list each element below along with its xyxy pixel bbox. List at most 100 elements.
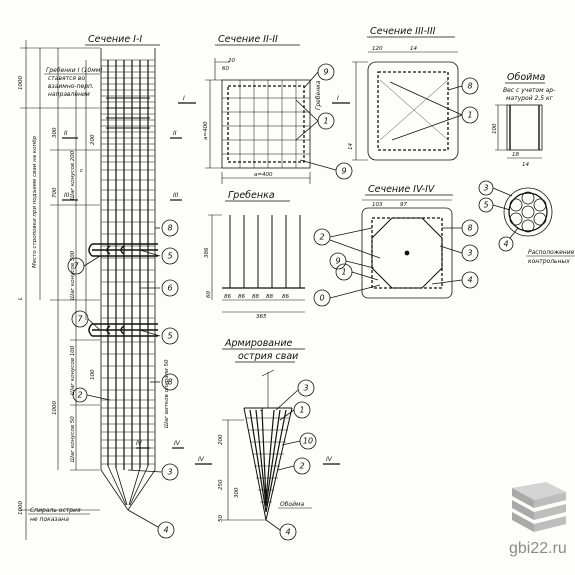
- tip-dim-200: 200: [218, 434, 224, 445]
- svg-text:4: 4: [163, 526, 168, 535]
- tip-dim-250: 250: [218, 479, 224, 490]
- svg-text:7: 7: [73, 262, 79, 271]
- svg-text:3: 3: [467, 249, 472, 258]
- title-sec1: Сечение I-I: [88, 34, 142, 45]
- title-sec3: Сечение III-III: [370, 26, 436, 37]
- svg-text:5: 5: [167, 252, 172, 261]
- svg-text:4: 4: [503, 240, 508, 249]
- greb-dim-86a: 86: [224, 294, 231, 300]
- pile-elevation: [100, 48, 156, 511]
- note-mesto-stropovki: Место строповки при подъеме сваи на копё…: [32, 136, 38, 268]
- tip-obojma-label: Обойма: [280, 501, 305, 508]
- sec4-dim-103: 103: [372, 202, 383, 208]
- pile-spiral-hatching: [101, 59, 155, 465]
- svg-text:Гребенки I (10мм): Гребенки I (10мм): [46, 67, 103, 74]
- obojma-detail: [495, 104, 543, 159]
- sec2-dim-20: 20: [228, 58, 235, 64]
- dim-L: L: [18, 297, 24, 300]
- svg-text:2: 2: [319, 233, 324, 242]
- dim-100-small: 100: [90, 369, 96, 380]
- svg-text:9: 9: [341, 167, 346, 176]
- sec4-callouts: 2 9 1 0 8 3 4: [313, 219, 479, 307]
- tip-dim-top: 4: [260, 408, 264, 414]
- greb-dim-386: 386: [204, 247, 210, 258]
- sec2-roman-I-right: I: [337, 95, 339, 102]
- section-3: [352, 51, 459, 161]
- dim-1000-mid: 1000: [52, 401, 58, 415]
- tip-dim-300: 300: [234, 487, 240, 498]
- grebenka-detail: [208, 214, 305, 313]
- dim-300: 300: [52, 127, 58, 138]
- svg-text:7: 7: [77, 315, 83, 324]
- greb-dim-88b: 88: [266, 294, 273, 300]
- sec3-dim-side: 14: [348, 143, 354, 150]
- svg-text:1: 1: [341, 268, 346, 277]
- sec3-dim-14: 14: [410, 46, 417, 52]
- svg-text:0: 0: [319, 294, 324, 303]
- callout-8b: [161, 373, 179, 391]
- svg-text:2: 2: [77, 391, 82, 400]
- tip-roman-IV-left: IV: [198, 456, 205, 463]
- roman-II-right: II: [173, 130, 177, 137]
- roman-IV-right: IV: [174, 440, 181, 447]
- dim-1000-top: 1000: [18, 76, 24, 90]
- title-obojma: Обойма: [507, 72, 545, 83]
- sec2-callouts: 9 1 9: [295, 63, 353, 180]
- callout-5a: [161, 247, 179, 265]
- obojma-ves2: матурой 2,5 кг: [506, 95, 554, 102]
- obojma-dim-100: 100: [492, 123, 498, 134]
- section-4: [361, 199, 453, 299]
- dim-200-small: 200: [90, 134, 96, 145]
- svg-text:4: 4: [285, 528, 290, 537]
- note-rasp2: контрольных: [528, 258, 570, 265]
- sec2-dim-60: 60: [222, 66, 229, 72]
- svg-text:направлении: направлении: [48, 91, 90, 98]
- note-rasp1: Расположение: [528, 249, 575, 256]
- greb-dim-60: 60: [206, 291, 212, 298]
- svg-text:4: 4: [467, 276, 472, 285]
- sec2-grebenka-label: Гребенка: [315, 80, 322, 110]
- note-grebenki: Гребенки I (10мм) ставятся во взаимно-пе…: [46, 67, 103, 98]
- svg-text:8: 8: [467, 82, 472, 91]
- svg-text:1: 1: [467, 111, 472, 120]
- svg-text:6: 6: [167, 284, 172, 293]
- svg-text:3: 3: [303, 384, 308, 393]
- tip-reinforcement: [222, 369, 293, 521]
- greb-dim-86c: 86: [282, 294, 289, 300]
- svg-text:взаимно-перп.: взаимно-перп.: [48, 83, 94, 90]
- callout-6: [161, 279, 179, 297]
- svg-text:2: 2: [299, 462, 304, 471]
- dim-1000-bottom: 1000: [18, 501, 24, 515]
- note-spiral: Спираль острия не показана: [30, 507, 81, 523]
- callout-5b: [161, 327, 179, 345]
- sec3-dim-top: 120: [372, 46, 383, 52]
- tip-dim-50: 50: [218, 515, 224, 522]
- callout-3: [161, 463, 179, 481]
- roman-II-left: II: [64, 130, 68, 137]
- svg-text:5: 5: [167, 332, 172, 341]
- watermark-text: gbi22.ru: [509, 540, 567, 557]
- roman-IV-left: IV: [136, 440, 143, 447]
- section-2: [205, 58, 311, 184]
- dim-shag-300: Шаг конусов 300: [70, 250, 76, 300]
- svg-text:8: 8: [467, 224, 472, 233]
- obojma-ves1: Вес с учетом ар-: [503, 87, 555, 94]
- svg-text:не показана: не показана: [30, 516, 69, 523]
- sec2-dim-a400-v: a=400: [203, 121, 209, 140]
- title-arm2: острия сваи: [238, 351, 298, 362]
- dim-700: 700: [52, 187, 58, 198]
- svg-text:5: 5: [483, 201, 488, 210]
- svg-text:1: 1: [323, 117, 328, 126]
- svg-text:9: 9: [323, 68, 328, 77]
- greb-dim-88a: 88: [252, 294, 259, 300]
- dim-shag-100: Шаг конусов 100: [70, 345, 76, 395]
- svg-text:ставятся во: ставятся во: [48, 75, 85, 82]
- svg-text:8: 8: [167, 378, 172, 387]
- callout-8a: [161, 219, 179, 237]
- tip-roman-IV-right: IV: [326, 456, 333, 463]
- note-vzmr: Шаг витков спирали 50: [164, 359, 170, 428]
- pile-callouts: 8 5 6 5 8 3 4 7 7 2: [67, 219, 179, 539]
- dim-shag-200: Шаг конусов 200: [70, 150, 76, 200]
- svg-text:1: 1: [299, 406, 304, 415]
